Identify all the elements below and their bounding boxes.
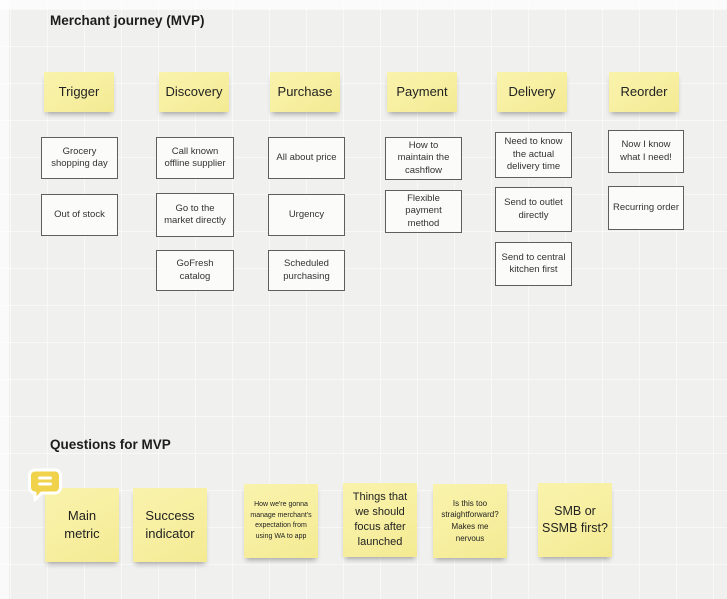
sticky-header-payment[interactable]: Payment	[387, 72, 457, 112]
journey-card[interactable]: Urgency	[268, 194, 345, 236]
journey-card[interactable]: Send to central kitchen first	[495, 242, 572, 286]
question-sticky-main-metric[interactable]: Main metric	[45, 488, 119, 562]
sticky-header-discovery[interactable]: Discovery	[159, 72, 229, 112]
sticky-header-delivery[interactable]: Delivery	[497, 72, 567, 112]
sticky-header-purchase[interactable]: Purchase	[270, 72, 340, 112]
journey-card[interactable]: Send to outlet directly	[495, 187, 572, 232]
journey-card[interactable]: Scheduled purchasing	[268, 250, 345, 291]
canvas-edge-top	[0, 0, 727, 9]
merchant-journey-title[interactable]: Merchant journey (MVP)	[50, 13, 205, 28]
journey-card[interactable]: Call known offline supplier	[156, 137, 234, 179]
sticky-header-trigger[interactable]: Trigger	[44, 72, 114, 112]
canvas-edge-left	[0, 0, 9, 599]
journey-card[interactable]: Recurring order	[608, 186, 684, 230]
question-sticky-expectation[interactable]: How we're gonna manage merchant's expect…	[244, 484, 318, 558]
journey-card[interactable]: How to maintain the cashflow	[385, 137, 462, 180]
question-sticky-focus-after-launch[interactable]: Things that we should focus after launch…	[343, 483, 417, 557]
journey-card[interactable]: All about price	[268, 137, 345, 179]
sticky-header-reorder[interactable]: Reorder	[609, 72, 679, 112]
journey-card[interactable]: Flexible payment method	[385, 190, 462, 233]
journey-card[interactable]: GoFresh catalog	[156, 250, 234, 291]
journey-card[interactable]: Now I know what I need!	[608, 130, 684, 173]
comment-bubble-glyph	[28, 468, 62, 502]
journey-card[interactable]: Go to the market directly	[156, 193, 234, 237]
comment-bubble-icon[interactable]	[26, 467, 64, 504]
journey-card[interactable]: Out of stock	[41, 194, 118, 236]
journey-card[interactable]: Need to know the actual delivery time	[495, 132, 572, 178]
question-sticky-too-straightforward[interactable]: Is this too straightforward? Makes me ne…	[433, 484, 507, 558]
question-sticky-success-indicator[interactable]: Success indicator	[133, 488, 207, 562]
questions-for-mvp-title[interactable]: Questions for MVP	[50, 437, 171, 452]
journey-card[interactable]: Grocery shopping day	[41, 137, 118, 179]
question-sticky-smb-or-ssmb[interactable]: SMB or SSMB first?	[538, 483, 612, 557]
